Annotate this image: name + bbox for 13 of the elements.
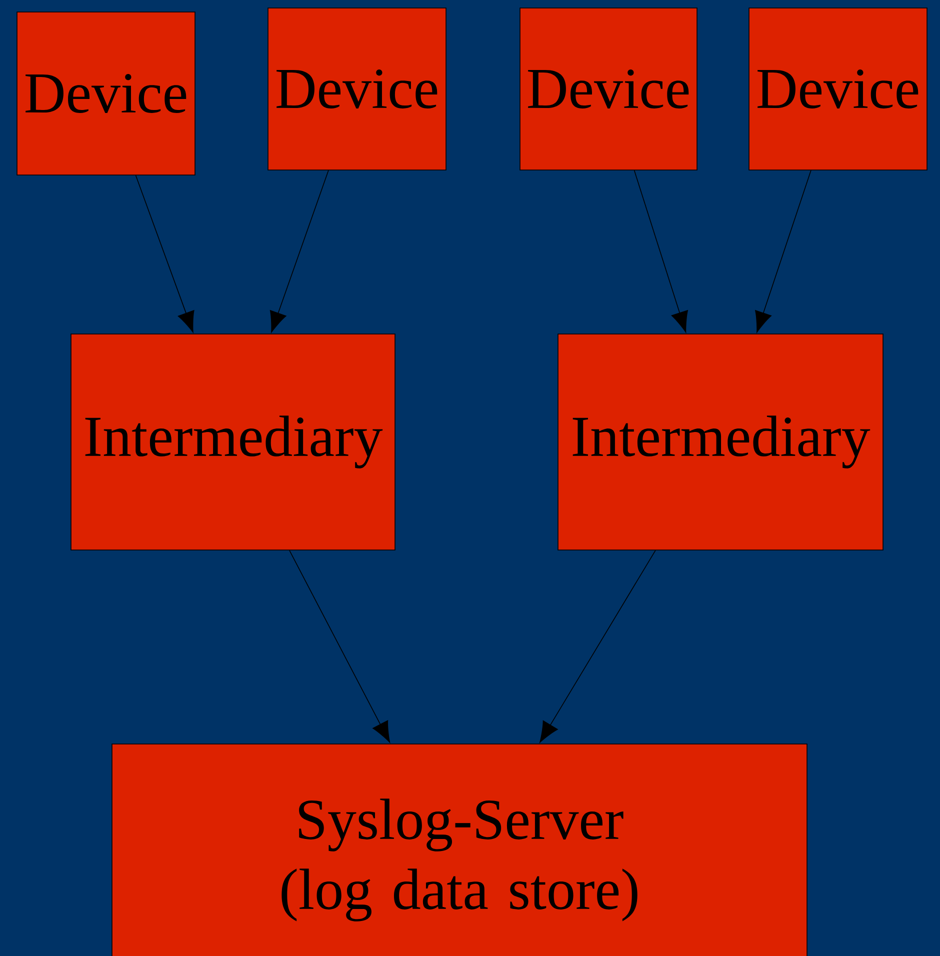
arrow xyxy=(270,170,329,333)
device-box: Device xyxy=(748,8,928,170)
arrow xyxy=(289,550,390,743)
intermediary-box: Intermediary xyxy=(558,334,884,550)
server-box: Syslog-Server (log data store) xyxy=(112,744,808,956)
arrow xyxy=(634,170,688,333)
device-box: Device xyxy=(16,12,196,176)
intermediary-box: Intermediary xyxy=(70,334,396,550)
arrow xyxy=(540,550,656,743)
arrow xyxy=(755,170,812,333)
arrow xyxy=(135,175,194,333)
device-box: Device xyxy=(268,8,446,170)
device-box: Device xyxy=(520,8,698,170)
